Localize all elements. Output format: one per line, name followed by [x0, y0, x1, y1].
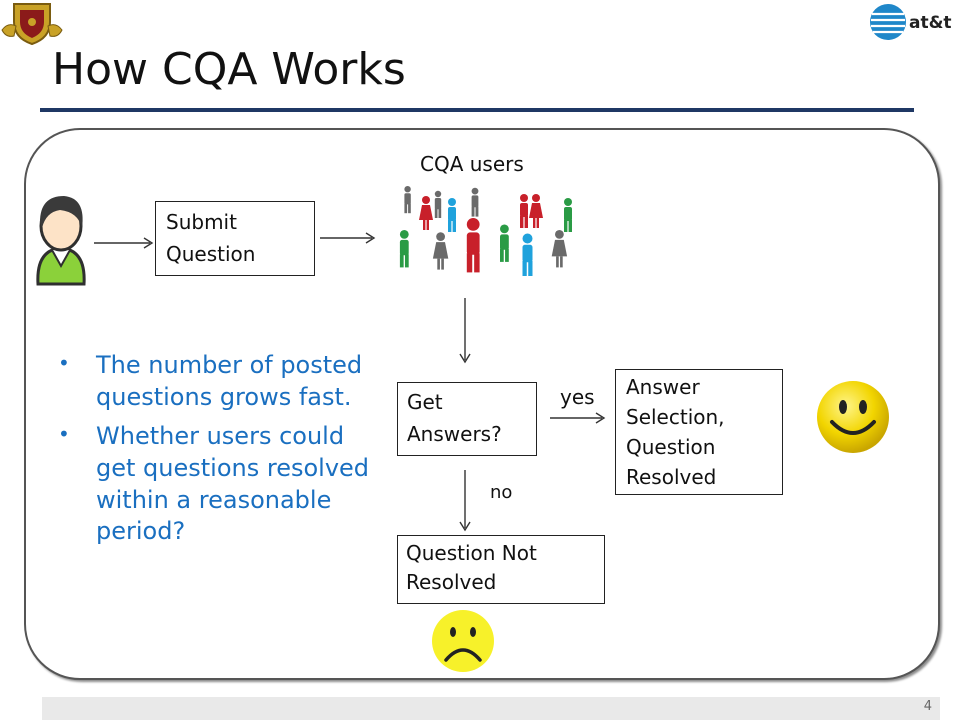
svg-text:at&t: at&t [909, 13, 952, 33]
answer-box-line3: Question [626, 435, 716, 459]
submit-box-line2: Question [166, 242, 256, 266]
get-answers-line1: Get [407, 390, 443, 414]
arrow-to-users [320, 232, 376, 244]
arrow-to-submit [94, 237, 154, 249]
not-resolved-line1: Question Not [406, 541, 537, 565]
bullet-item: Whether users could get questions resolv… [58, 421, 378, 548]
not-resolved-line2: Resolved [406, 570, 497, 594]
asker-person-icon [30, 192, 92, 288]
arrow-to-get-answers [459, 298, 471, 364]
sad-face-icon [432, 610, 494, 672]
arrow-yes [550, 412, 606, 424]
answer-box-line4: Resolved [626, 465, 717, 489]
happy-face-icon [817, 381, 889, 453]
university-crest-logo [0, 0, 64, 46]
bullet-item: The number of posted questions grows fas… [58, 350, 378, 413]
title-underline [40, 108, 914, 112]
att-logo: at&t [866, 0, 960, 44]
get-answers-line2: Answers? [407, 422, 502, 446]
no-label: no [490, 482, 513, 503]
submit-box-line1: Submit [166, 210, 237, 234]
answer-box-line1: Answer [626, 375, 700, 399]
footer-bar [42, 697, 940, 720]
slide-title: How CQA Works [52, 44, 406, 95]
answer-selection-box: Answer Selection, Question Resolved [615, 369, 783, 495]
submit-question-box: Submit Question [155, 201, 315, 276]
question-not-resolved-box: Question Not Resolved [397, 535, 605, 604]
arrow-no [459, 470, 471, 532]
yes-label: yes [560, 385, 595, 409]
cqa-users-label: CQA users [420, 152, 524, 176]
bullet-list: The number of posted questions grows fas… [58, 350, 378, 556]
page-number: 4 [923, 699, 932, 714]
cqa-users-crowd-icon [399, 186, 572, 276]
answer-box-line2: Selection, [626, 405, 725, 429]
get-answers-box: Get Answers? [397, 382, 537, 456]
